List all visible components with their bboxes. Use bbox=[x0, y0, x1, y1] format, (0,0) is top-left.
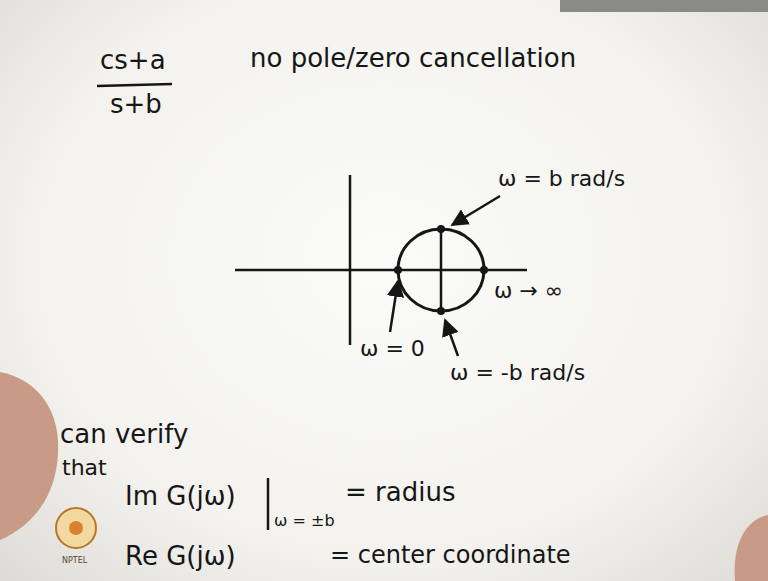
frequency-label: ω = 0 bbox=[360, 336, 425, 361]
subscript-text: ω = ±b bbox=[274, 512, 335, 530]
left-hand bbox=[0, 372, 58, 540]
nyquist-circle bbox=[398, 229, 484, 311]
nptel-logo bbox=[56, 508, 96, 548]
fraction-bar bbox=[97, 84, 172, 86]
point-dot bbox=[437, 307, 445, 315]
frequency-label: ω = -b rad/s bbox=[450, 360, 585, 385]
nptel-logo bbox=[69, 521, 83, 535]
point-dot bbox=[437, 225, 445, 233]
denominator: s+b bbox=[110, 90, 162, 120]
formula-text: Re G(jω) bbox=[125, 542, 236, 572]
formula-text: Im G(jω) bbox=[125, 482, 236, 512]
point-dot bbox=[480, 266, 488, 274]
top-edge-shadow bbox=[560, 0, 768, 12]
imag-axis bbox=[349, 175, 352, 345]
frequency-label: ω = b rad/s bbox=[498, 166, 625, 191]
point-dot bbox=[394, 266, 402, 274]
note-text: can verify bbox=[60, 420, 188, 450]
formula-text: = center coordinate bbox=[330, 542, 571, 570]
pointer-arrow bbox=[452, 196, 500, 225]
radius-line bbox=[440, 229, 443, 311]
formula-text: = radius bbox=[345, 478, 455, 508]
evaluation-bar bbox=[267, 478, 270, 530]
note-text: no pole/zero cancellation bbox=[250, 44, 576, 74]
frequency-label: ω → ∞ bbox=[494, 278, 563, 303]
pointer-arrow bbox=[445, 320, 458, 356]
pointer-arrow bbox=[390, 281, 398, 332]
right-hand bbox=[735, 515, 768, 581]
logo-text: NPTEL bbox=[62, 556, 87, 565]
note-text: that bbox=[62, 455, 107, 480]
numerator: cs+a bbox=[100, 46, 166, 76]
